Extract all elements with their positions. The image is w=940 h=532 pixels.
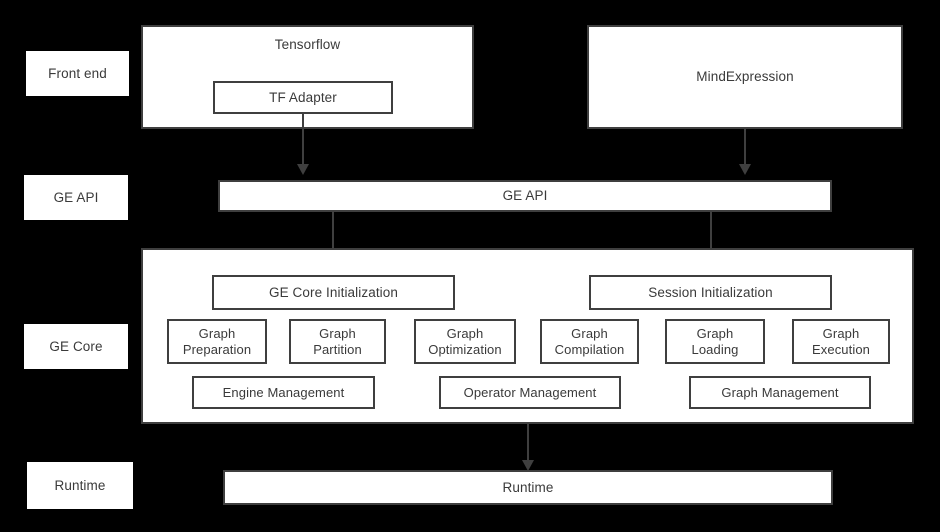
stage-box-graph-execution[interactable]: Graph Execution <box>792 319 890 364</box>
stage-box-graph-partition-label: Graph Partition <box>313 326 362 357</box>
tensorflow-label: Tensorflow <box>274 37 341 52</box>
connector-gecore-to-runtime-arrow <box>522 460 534 471</box>
stage-box-graph-preparation[interactable]: Graph Preparation <box>167 319 267 364</box>
layer-label-runtime-text: Runtime <box>54 477 106 493</box>
runtime-bar[interactable]: Runtime <box>223 470 833 505</box>
connector-mindexpression-to-geapi-line <box>744 129 746 165</box>
management-box-graph-label: Graph Management <box>721 384 839 400</box>
stage-box-graph-optimization[interactable]: Graph Optimization <box>414 319 516 364</box>
stage-box-graph-loading[interactable]: Graph Loading <box>665 319 765 364</box>
connector-geapi-to-sessioninit-line <box>710 212 712 262</box>
session-initialization-box[interactable]: Session Initialization <box>589 275 832 310</box>
management-box-operator-label: Operator Management <box>463 384 597 400</box>
stage-box-graph-partition[interactable]: Graph Partition <box>289 319 386 364</box>
stage-box-graph-execution-label: Graph Execution <box>812 326 870 357</box>
layer-label-front-end: Front end <box>26 51 129 96</box>
mindexpression-box[interactable]: MindExpression <box>587 25 903 129</box>
connector-mindexpression-to-geapi-arrow <box>739 164 751 175</box>
connector-tfadapter-to-geapi-arrow <box>297 164 309 175</box>
connector-gecore-to-runtime-line <box>527 424 529 461</box>
management-box-graph[interactable]: Graph Management <box>689 376 871 409</box>
layer-label-ge-api-text: GE API <box>53 189 99 205</box>
stage-box-graph-preparation-label: Graph Preparation <box>182 326 252 357</box>
session-initialization-label: Session Initialization <box>648 284 773 300</box>
tf-adapter-label: TF Adapter <box>269 89 337 105</box>
tf-adapter-box[interactable]: TF Adapter <box>213 81 393 114</box>
management-box-operator[interactable]: Operator Management <box>439 376 621 409</box>
layer-label-front-end-text: Front end <box>48 65 107 81</box>
stage-box-graph-loading-label: Graph Loading <box>691 326 739 357</box>
layer-label-ge-api: GE API <box>24 175 128 220</box>
stage-box-graph-optimization-label: Graph Optimization <box>428 326 502 357</box>
ge-core-initialization-box[interactable]: GE Core Initialization <box>212 275 455 310</box>
layer-label-ge-core: GE Core <box>24 324 128 369</box>
connector-geapi-to-gecoreinit-line <box>332 212 334 262</box>
stage-box-graph-compilation[interactable]: Graph Compilation <box>540 319 639 364</box>
runtime-bar-label: Runtime <box>502 479 554 495</box>
ge-api-bar[interactable]: GE API <box>218 180 832 212</box>
management-box-engine-label: Engine Management <box>222 384 345 400</box>
mindexpression-label: MindExpression <box>696 69 794 85</box>
layer-label-ge-core-text: GE Core <box>49 338 103 354</box>
stage-box-graph-compilation-label: Graph Compilation <box>554 326 625 357</box>
ge-api-bar-label: GE API <box>502 188 548 204</box>
layer-label-runtime: Runtime <box>27 462 133 509</box>
ge-core-initialization-label: GE Core Initialization <box>268 284 398 300</box>
management-box-engine[interactable]: Engine Management <box>192 376 375 409</box>
connector-tfadapter-to-geapi-line <box>302 114 304 164</box>
